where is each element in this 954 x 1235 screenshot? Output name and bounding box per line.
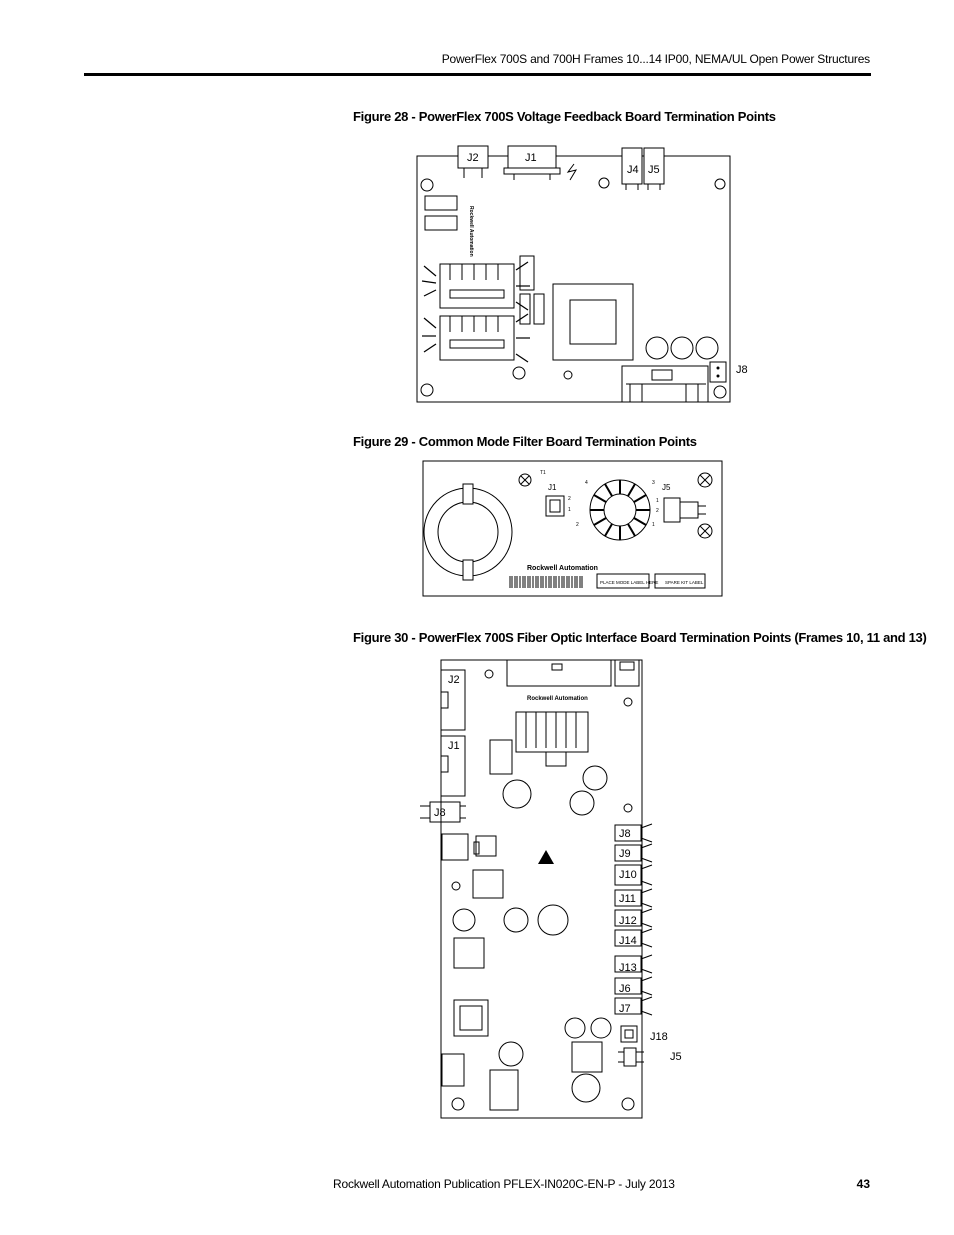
page-number: 43 — [856, 1177, 870, 1191]
j1-label: J1 — [525, 152, 537, 164]
running-header: PowerFlex 700S and 700H Frames 10...14 I… — [441, 52, 871, 66]
footer-publication: Rockwell Automation Publication PFLEX-IN… — [333, 1177, 675, 1191]
t1-label: T1 — [540, 470, 546, 476]
board-outline — [416, 155, 731, 403]
common-mode-filter-board-drawing: J1 J5 T1 4 3 2 1 1 2 2 1 Rockwell Automa… — [422, 460, 723, 597]
j12-label: J12 — [619, 915, 637, 927]
j1-label: J1 — [548, 483, 557, 492]
j1-pin-1-label: 1 — [568, 507, 571, 513]
j18-label: J18 — [650, 1031, 668, 1043]
j5-label: J5 — [648, 164, 660, 176]
spare-kit-label-text: SPARE KIT LABEL — [665, 580, 704, 585]
figure-28-caption: Figure 28 - PowerFlex 700S Voltage Feedb… — [353, 109, 776, 124]
header-rule — [84, 73, 871, 76]
figure-30-caption: Figure 30 - PowerFlex 700S Fiber Optic I… — [353, 630, 927, 645]
j8-left-label: J8 — [434, 807, 446, 819]
j11-label: J11 — [619, 893, 636, 905]
pin-1-label: 1 — [652, 522, 655, 528]
j1-pin-2-label: 2 — [568, 496, 571, 502]
j2-label: J2 — [448, 674, 460, 686]
esd-warning-icon — [538, 850, 554, 864]
j4-label: J4 — [627, 164, 639, 176]
voltage-feedback-board-drawing: J2 J1 J4 J5 J8 Rockwell Automation — [416, 145, 748, 403]
j10-label: J10 — [619, 869, 637, 881]
j8-label: J8 — [619, 828, 631, 840]
figure-28-voltage-feedback-board: J2 J1 J4 J5 J8 Rockwell Automation — [416, 145, 748, 404]
board-outline — [440, 659, 643, 1119]
j2-label: J2 — [467, 152, 479, 164]
pin-4-label: 4 — [585, 480, 588, 486]
j8-label: J8 — [736, 364, 748, 376]
pin-2-label: 2 — [576, 522, 579, 528]
j6-label: J6 — [619, 983, 631, 995]
j9-label: J9 — [619, 848, 631, 860]
j13-label: J13 — [619, 962, 637, 974]
rockwell-logo: Rockwell Automation — [527, 696, 588, 702]
rockwell-logo: Rockwell Automation — [468, 206, 474, 257]
j14-label: J14 — [619, 935, 637, 947]
j5-pin-2-label: 2 — [656, 508, 659, 514]
figure-29-common-mode-filter-board: J1 J5 T1 4 3 2 1 1 2 2 1 Rockwell Automa… — [422, 460, 724, 598]
figure-29-caption: Figure 29 - Common Mode Filter Board Ter… — [353, 434, 697, 449]
j7-label: J7 — [619, 1003, 631, 1015]
rockwell-logo: Rockwell Automation — [527, 565, 598, 572]
mode-label-box-text: PLACE MODE LABEL HERE — [600, 580, 658, 585]
figure-30-fiber-optic-interface-board: J2 J1 J8 J8 J9 J10 J11 J12 J14 J13 J6 J7… — [412, 658, 682, 1122]
j5-pin-1-label: 1 — [656, 498, 659, 504]
j5-label: J5 — [670, 1051, 682, 1063]
fiber-optic-board-drawing: J2 J1 J8 J8 J9 J10 J11 J12 J14 J13 J6 J7… — [420, 659, 682, 1119]
pin-3-label: 3 — [652, 480, 655, 486]
j5-label: J5 — [662, 483, 671, 492]
board-outline — [422, 460, 723, 597]
j1-label: J1 — [448, 740, 460, 752]
barcode — [509, 576, 583, 588]
